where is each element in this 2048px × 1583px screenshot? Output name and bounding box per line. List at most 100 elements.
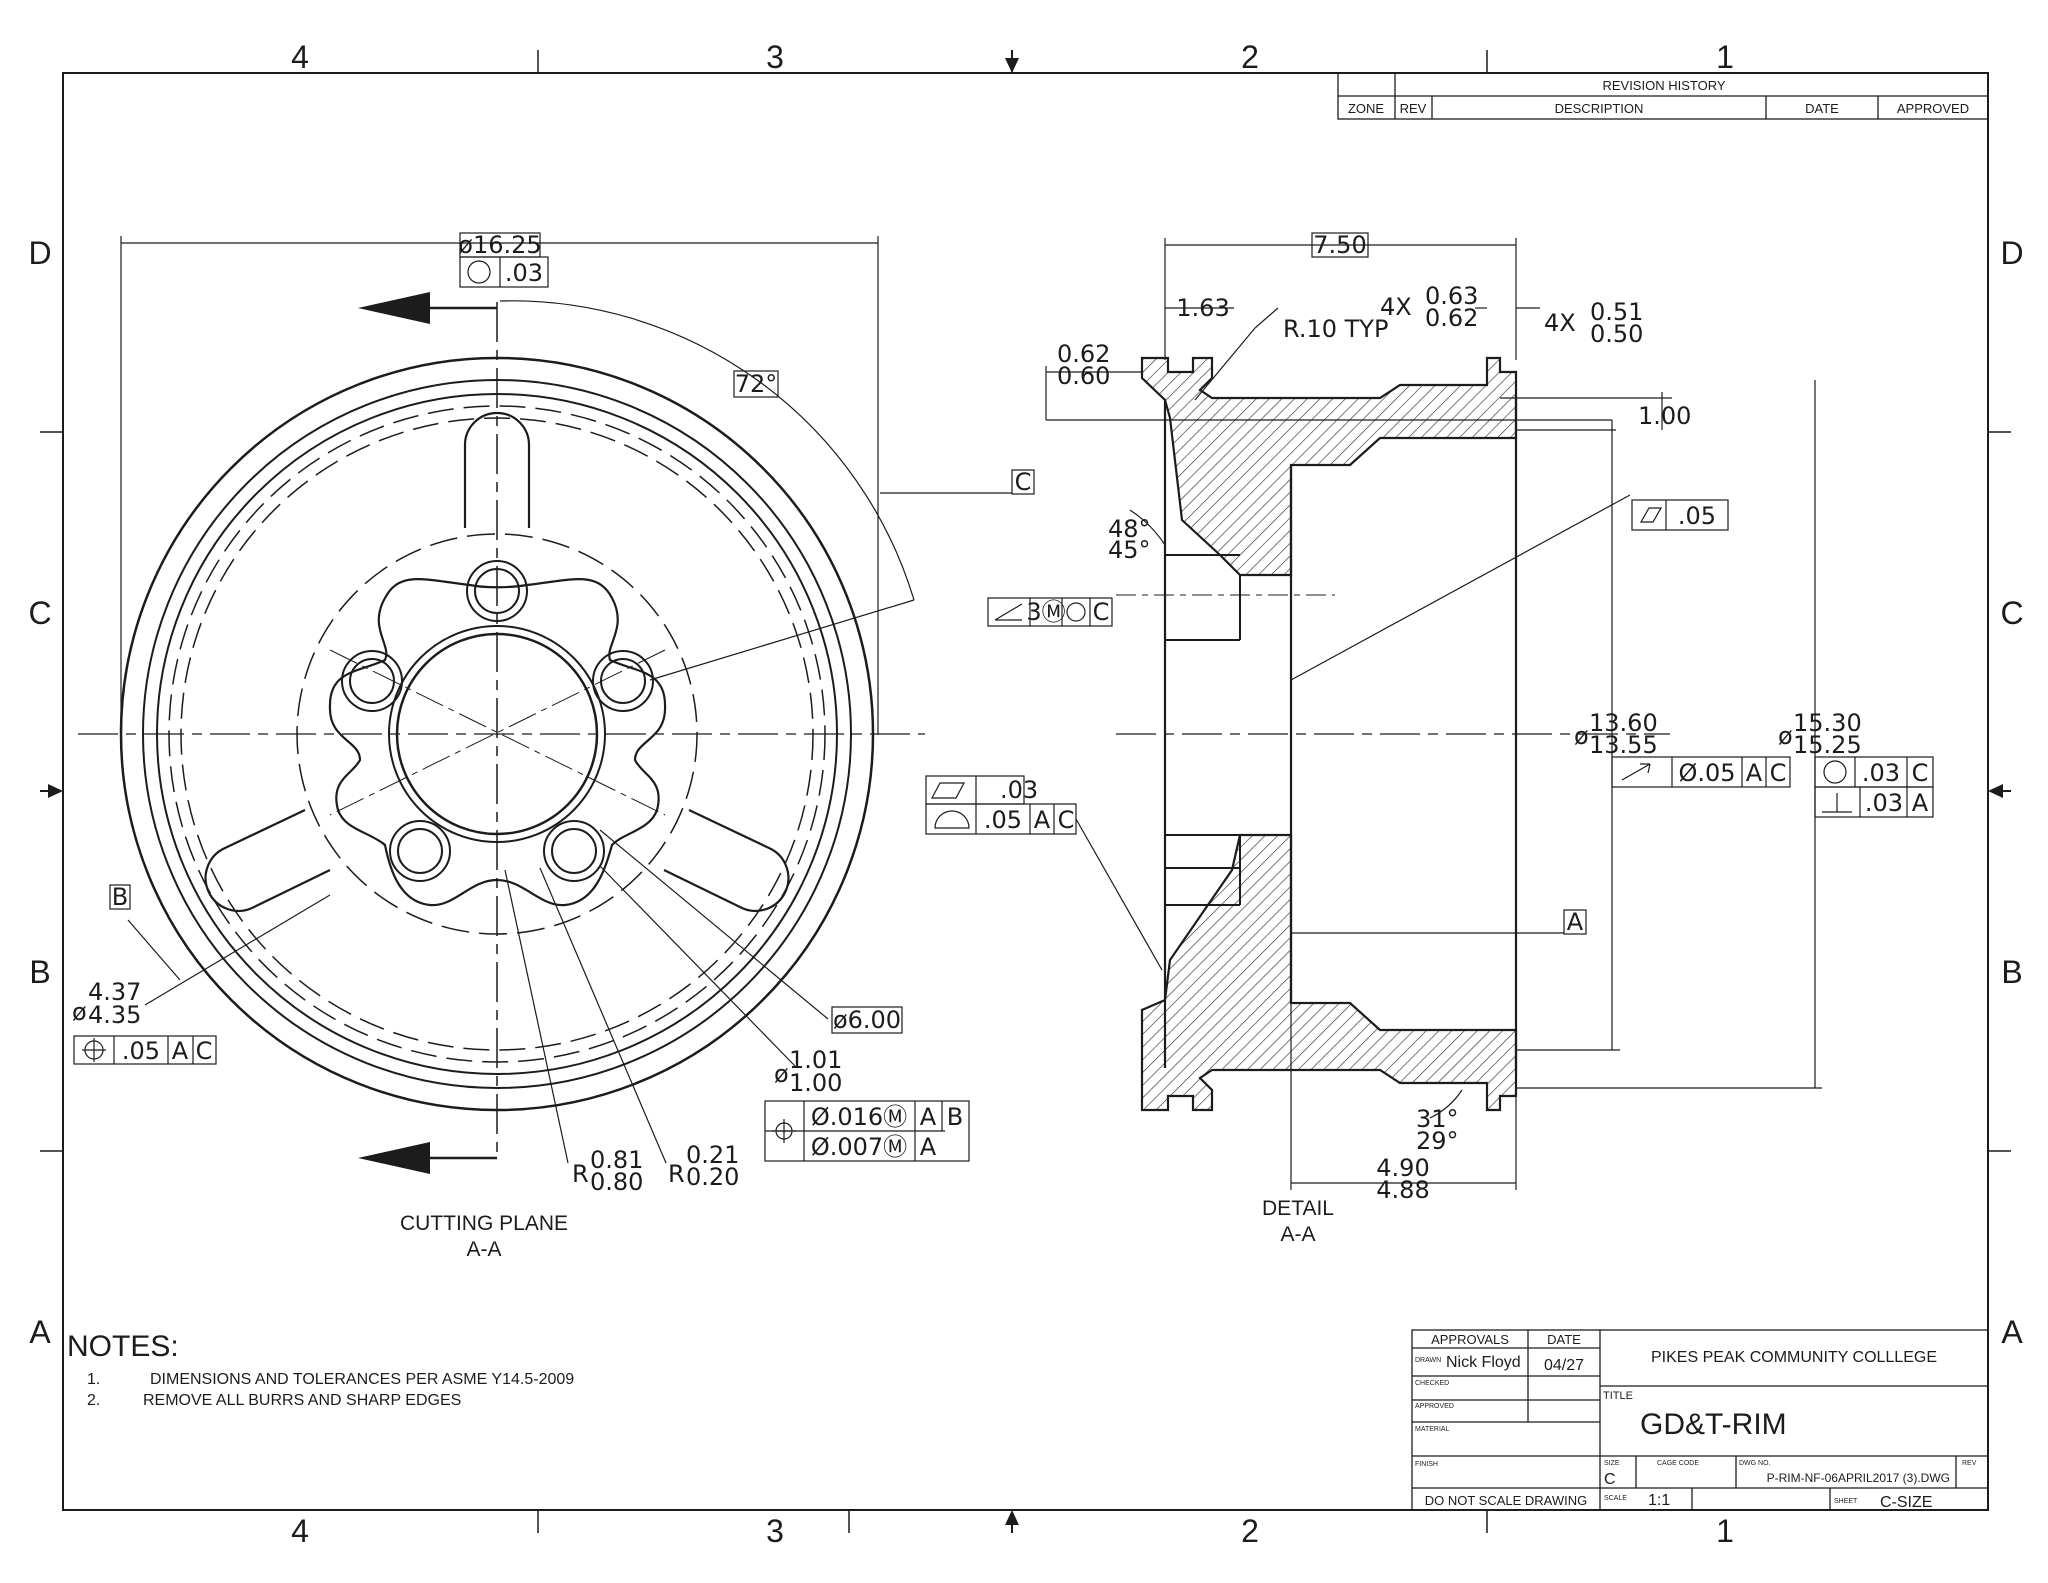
perpendicularity-tol: .03	[1865, 789, 1903, 817]
diameter-symbol-1360: ø	[1574, 722, 1589, 750]
tb-title-label: TITLE	[1603, 1390, 1633, 1402]
dim-490: 4.90	[1376, 1154, 1429, 1182]
datum-a-label: A	[1567, 908, 1584, 936]
dim-4x-a: 4X	[1380, 293, 1412, 321]
dim-1355: 13.55	[1589, 731, 1658, 759]
diameter-symbol-1530: ø	[1778, 722, 1793, 750]
center-arrows	[40, 50, 2011, 1533]
cutting-plane-arrows	[358, 292, 497, 1174]
radius-r1-symbol: R	[572, 1160, 589, 1188]
zone-left-d: D	[28, 235, 51, 271]
diameter-symbol: ø	[72, 998, 87, 1026]
section-view	[1116, 356, 1670, 1112]
zone-bottom-4: 4	[291, 1513, 309, 1549]
tb-drawn-label: DRAWN	[1415, 1357, 1441, 1364]
zone-left-a: A	[29, 1314, 51, 1350]
tb-scale-label: SCALE	[1604, 1495, 1627, 1502]
zone-bottom-1: 1	[1716, 1513, 1734, 1549]
dim-163: 1.63	[1176, 294, 1229, 322]
tb-size-label: SIZE	[1604, 1460, 1620, 1467]
tb-date: DATE	[1547, 1332, 1581, 1347]
tb-do-not-scale: DO NOT SCALE DRAWING	[1425, 1493, 1588, 1508]
perpendicularity-datum: A	[1912, 789, 1929, 817]
angle-31: 31°	[1416, 1105, 1459, 1133]
tb-approvals: APPROVALS	[1431, 1332, 1509, 1347]
flatness-left-tol: .03	[1000, 776, 1038, 804]
dim-1360: 13.60	[1589, 709, 1658, 737]
front-view-wheel	[78, 302, 925, 1158]
hole-fcf-tol: .05	[122, 1037, 160, 1065]
fcf-row2-datum-a: A	[920, 1133, 937, 1161]
note-2-number: 2.	[87, 1392, 100, 1409]
circularity-value: .03	[505, 259, 543, 287]
fcf-row1-datum-a: A	[920, 1103, 937, 1131]
front-view-text: ø16.25 .03 72° C B 4.37 4.35 ø .05 A C ø…	[72, 231, 1031, 1261]
tb-rev-label: REV	[1962, 1460, 1977, 1467]
zone-left-b: B	[29, 954, 50, 990]
zone-top-3: 3	[766, 39, 784, 75]
dim-1530: 15.30	[1793, 709, 1862, 737]
radius-r2-upper: 0.21	[686, 1141, 739, 1169]
radius-r2-symbol: R	[668, 1160, 685, 1188]
zone-bottom-3: 3	[766, 1513, 784, 1549]
notes: NOTES: 1. DIMENSIONS AND TOLERANCES PER …	[67, 1330, 574, 1409]
rev-header-rev: REV	[1400, 101, 1427, 116]
small-hole-dia-lower: 1.00	[789, 1069, 842, 1097]
dim-062b: 0.62	[1057, 340, 1110, 368]
tb-dwg-label: DWG NO.	[1739, 1460, 1771, 1467]
runout-tol: Ø.05	[1678, 759, 1735, 787]
dim-bolt-circle: ø6.00	[833, 1006, 901, 1034]
circularity-c-tol: .03	[1862, 759, 1900, 787]
tb-sheet: C-SIZE	[1880, 1494, 1932, 1511]
zone-right-d: D	[2000, 235, 2023, 271]
dim-488: 4.88	[1376, 1176, 1429, 1204]
zone-top-2: 2	[1241, 39, 1259, 75]
dim-100: 1.00	[1638, 402, 1691, 430]
profile-tol: .05	[984, 806, 1022, 834]
rev-header-approved: APPROVED	[1897, 101, 1969, 116]
diameter-symbol-small: ø	[774, 1060, 789, 1088]
rev-header-description: DESCRIPTION	[1555, 101, 1644, 116]
section-upper	[1140, 356, 1518, 577]
tb-drawn-date: 04/27	[1544, 1357, 1584, 1374]
zone-left-c: C	[28, 595, 51, 631]
note-1-text: DIMENSIONS AND TOLERANCES PER ASME Y14.5…	[150, 1371, 574, 1388]
flatness-right-tol: .05	[1678, 502, 1716, 530]
zone-right-a: A	[2001, 1314, 2023, 1350]
tb-dwg-no: P-RIM-NF-06APRIL2017 (3).DWG	[1767, 1471, 1950, 1485]
profile-datum-a: A	[1034, 806, 1051, 834]
rev-header-zone: ZONE	[1348, 101, 1384, 116]
runout-datum-a: A	[1746, 759, 1763, 787]
tb-sheet-label: SHEET	[1834, 1498, 1858, 1505]
tb-scale: 1:1	[1648, 1492, 1670, 1509]
slot-left	[204, 809, 331, 912]
profile-datum-c: C	[1058, 806, 1075, 834]
tb-company: PIKES PEAK COMMUNITY COLLLEGE	[1651, 1349, 1937, 1366]
dim-4x-b: 4X	[1544, 309, 1576, 337]
note-2-text: REMOVE ALL BURRS AND SHARP EDGES	[143, 1392, 461, 1409]
runout-datum-c: C	[1770, 759, 1787, 787]
angle-29: 29°	[1416, 1127, 1459, 1155]
slot-top	[463, 411, 531, 528]
angularity-tol: 3Ⓜ	[1026, 598, 1065, 626]
tb-finish: FINISH	[1415, 1461, 1438, 1468]
zone-right-b: B	[2001, 954, 2022, 990]
sheet-border	[62, 72, 1989, 1511]
section-dimensions	[925, 232, 1934, 1190]
fcf-row1-datum-b: B	[947, 1103, 963, 1131]
front-view-dimensions	[73, 232, 1035, 1164]
dim-angle-72: 72°	[735, 370, 778, 398]
tb-cage-label: CAGE CODE	[1657, 1460, 1699, 1467]
zone-labels: 4 3 2 1 4 3 2 1 D C B A D C B A	[28, 39, 2023, 1549]
dim-radius-typ: R.10 TYP	[1283, 315, 1388, 343]
datum-b-label: B	[112, 883, 128, 911]
slot-right	[663, 809, 790, 912]
tb-title: GD&T-RIM	[1640, 1408, 1787, 1441]
dim-width-750: 7.50	[1313, 231, 1366, 259]
rev-header-date: DATE	[1805, 101, 1839, 116]
title-block-text: APPROVALS DATE DRAWN Nick Floyd 04/27 CH…	[1415, 1332, 1977, 1511]
radius-r2-lower: 0.20	[686, 1163, 739, 1191]
tb-checked: CHECKED	[1415, 1380, 1449, 1387]
section-lower	[1140, 833, 1518, 1112]
